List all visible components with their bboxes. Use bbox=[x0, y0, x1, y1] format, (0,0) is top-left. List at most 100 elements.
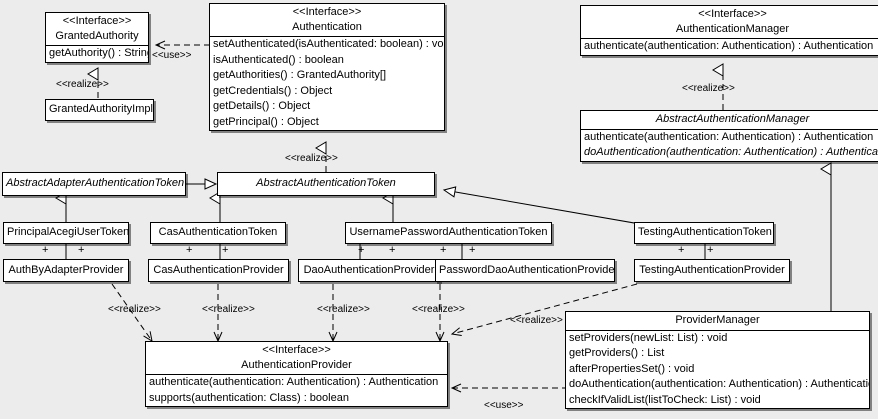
operations-compartment: authenticate(authentication: Authenticat… bbox=[146, 374, 447, 406]
operation-item: getPrincipal() : Object bbox=[213, 115, 319, 128]
label-realize-abstractauthenticationmanager: <<realize>> bbox=[682, 83, 735, 94]
class-provider-manager[interactable]: ProviderManager setProviders(newList: Li… bbox=[565, 311, 870, 410]
class-cas-authentication-provider[interactable]: CasAuthenticationProvider bbox=[148, 259, 289, 282]
operation-item: getCredentials() : Object bbox=[213, 84, 333, 97]
class-header: CasAuthenticationProvider bbox=[149, 262, 288, 280]
stereotype-label: <<Interface>> bbox=[292, 6, 362, 18]
class-authentication-provider[interactable]: <<Interface>> AuthenticationProvider aut… bbox=[145, 341, 448, 408]
class-auth-by-adapter-provider[interactable]: AuthByAdapterProvider bbox=[3, 259, 129, 282]
label-realize-casauthenticationprovider: <<realize>> bbox=[202, 304, 255, 315]
class-abstract-authentication-manager[interactable]: AbstractAuthenticationManager authentica… bbox=[580, 110, 878, 162]
class-header: PasswordDaoAuthenticationProvider bbox=[436, 262, 614, 280]
label-realize-passworddaoprovider: <<realize>> bbox=[412, 304, 465, 315]
operation-item: checkIfValidList(listToCheck: List) : vo… bbox=[569, 393, 761, 406]
class-name: AbstractAuthenticationManager bbox=[655, 113, 810, 125]
label-use-providermanager: <<use>> bbox=[484, 400, 524, 411]
class-name: AbstractAdapterAuthenticationToken bbox=[6, 177, 185, 190]
class-header: DaoAuthenticationProvider bbox=[299, 262, 439, 280]
class-granted-authority-impl[interactable]: GrantedAuthorityImpl bbox=[45, 99, 154, 121]
operation-item: getDetails() : Object bbox=[213, 100, 311, 113]
class-name: TestingAuthenticationProvider bbox=[639, 263, 785, 276]
assoc-marker-cas-left: + bbox=[186, 244, 193, 256]
class-header: AuthByAdapterProvider bbox=[4, 262, 128, 280]
stereotype-label: <<Interface>> bbox=[698, 8, 767, 20]
operation-item: doAuthentication(authentication: Authent… bbox=[584, 146, 878, 159]
assoc-marker-principal-left: + bbox=[42, 244, 49, 256]
class-name: PrincipalAcegiUserToken bbox=[7, 226, 128, 239]
class-testing-authentication-token[interactable]: TestingAuthenticationToken bbox=[634, 222, 774, 244]
class-header: CasAuthenticationToken bbox=[151, 224, 285, 242]
class-header: UsernamePasswordAuthenticationToken bbox=[346, 224, 551, 242]
class-authentication[interactable]: <<Interface>> Authentication setAuthenti… bbox=[209, 3, 445, 132]
class-name: ProviderManager bbox=[675, 314, 760, 326]
assoc-marker-testing-left: + bbox=[678, 244, 685, 256]
class-password-dao-authentication-provider[interactable]: PasswordDaoAuthenticationProvider bbox=[435, 259, 615, 282]
class-name: Authentication bbox=[292, 20, 362, 33]
operations-compartment: setAuthenticated(isAuthenticated: boolea… bbox=[210, 36, 444, 130]
operation-item: authenticate(authentication: Authenticat… bbox=[149, 376, 439, 389]
class-name: DaoAuthenticationProvider bbox=[303, 263, 435, 276]
operations-compartment: setProviders(newList: List) : void getPr… bbox=[566, 329, 869, 409]
class-name: AbstractAuthenticationToken bbox=[256, 177, 396, 190]
class-name: CasAuthenticationToken bbox=[158, 226, 278, 239]
assoc-marker-cas-right: + bbox=[222, 244, 229, 256]
assoc-marker-principal-right: + bbox=[78, 244, 85, 256]
class-dao-authentication-provider[interactable]: DaoAuthenticationProvider bbox=[298, 259, 440, 282]
operations-compartment: getAuthority() : String bbox=[46, 45, 148, 62]
operation-item: afterPropertiesSet() : void bbox=[569, 362, 695, 375]
class-name: TestingAuthenticationToken bbox=[638, 226, 772, 239]
operation-item: authenticate(authentication: Authenticat… bbox=[584, 40, 874, 53]
label-realize-abstractauthenticationtoken: <<realize>> bbox=[285, 153, 338, 164]
operation-item: setAuthenticated(isAuthenticated: boolea… bbox=[213, 38, 444, 51]
stereotype-label: <<Interface>> bbox=[262, 344, 331, 356]
operation-item: isAuthenticated() : boolean bbox=[213, 53, 344, 66]
class-abstract-authentication-token[interactable]: AbstractAuthenticationToken bbox=[217, 172, 435, 196]
class-header: <<Interface>> GrantedAuthority bbox=[46, 13, 148, 45]
operations-compartment: authenticate(authentication: Authenticat… bbox=[581, 128, 878, 161]
label-use-authentication-grantedauthority: <<use>> bbox=[152, 50, 192, 61]
class-header: <<Interface>> AuthenticationProvider bbox=[146, 342, 447, 374]
label-realize-grantedauthorityimpl: <<realize>> bbox=[56, 79, 109, 90]
class-name: GrantedAuthority bbox=[55, 29, 139, 42]
class-name: GrantedAuthorityImpl bbox=[49, 103, 153, 116]
operation-item: doAuthentication(authentication: Authent… bbox=[569, 378, 869, 391]
link-generalize-testingauthenticationtoken bbox=[442, 186, 641, 225]
class-header: <<Interface>> AuthenticationManager bbox=[581, 6, 878, 38]
class-granted-authority[interactable]: <<Interface>> GrantedAuthority getAuthor… bbox=[45, 12, 149, 63]
class-name: PasswordDaoAuthenticationProvider bbox=[439, 263, 614, 276]
operation-item: setProviders(newList: List) : void bbox=[569, 331, 728, 344]
operations-compartment: authenticate(authentication: Authenticat… bbox=[581, 38, 878, 55]
class-header: AbstractAdapterAuthenticationToken bbox=[3, 175, 185, 193]
class-header: GrantedAuthorityImpl bbox=[46, 101, 153, 119]
label-realize-authbyadapterprovider: <<realize>> bbox=[108, 304, 161, 315]
class-name: UsernamePasswordAuthenticationToken bbox=[349, 226, 548, 239]
label-realize-daoauthenticationprovider: <<realize>> bbox=[317, 304, 370, 315]
class-username-password-authentication-token[interactable]: UsernamePasswordAuthenticationToken bbox=[345, 222, 552, 244]
label-realize-testingauthenticationprovider: <<realize>> bbox=[510, 315, 563, 326]
class-abstract-adapter-authentication-token[interactable]: AbstractAdapterAuthenticationToken bbox=[2, 172, 186, 196]
class-cas-authentication-token[interactable]: CasAuthenticationToken bbox=[150, 222, 286, 244]
class-name: AuthByAdapterProvider bbox=[8, 263, 124, 276]
operation-item: getAuthorities() : GrantedAuthority[] bbox=[213, 69, 387, 82]
assoc-marker-upat-1: + bbox=[358, 244, 365, 256]
class-name: AuthenticationManager bbox=[675, 22, 790, 35]
class-header: TestingAuthenticationToken bbox=[635, 224, 773, 242]
class-header: PrincipalAcegiUserToken bbox=[4, 224, 128, 242]
operation-item: authenticate(authentication: Authenticat… bbox=[584, 130, 874, 143]
class-authentication-manager[interactable]: <<Interface>> AuthenticationManager auth… bbox=[580, 5, 878, 56]
class-name: CasAuthenticationProvider bbox=[153, 263, 284, 276]
assoc-marker-testing-right: + bbox=[707, 244, 714, 256]
operation-item: supports(authentication: Class) : boolea… bbox=[149, 391, 349, 404]
class-header: AbstractAuthenticationManager bbox=[581, 111, 878, 129]
class-testing-authentication-provider[interactable]: TestingAuthenticationProvider bbox=[634, 259, 790, 282]
class-name: AuthenticationProvider bbox=[241, 358, 352, 371]
class-header: AbstractAuthenticationToken bbox=[218, 175, 434, 193]
stereotype-label: <<Interface>> bbox=[62, 15, 132, 27]
class-header: ProviderManager bbox=[566, 312, 869, 330]
assoc-marker-upat-3: + bbox=[440, 244, 447, 256]
class-principal-acegi-user-token[interactable]: PrincipalAcegiUserToken bbox=[3, 222, 129, 244]
assoc-marker-upat-4: + bbox=[469, 244, 476, 256]
assoc-marker-upat-2: + bbox=[389, 244, 396, 256]
class-header: <<Interface>> Authentication bbox=[210, 4, 444, 36]
